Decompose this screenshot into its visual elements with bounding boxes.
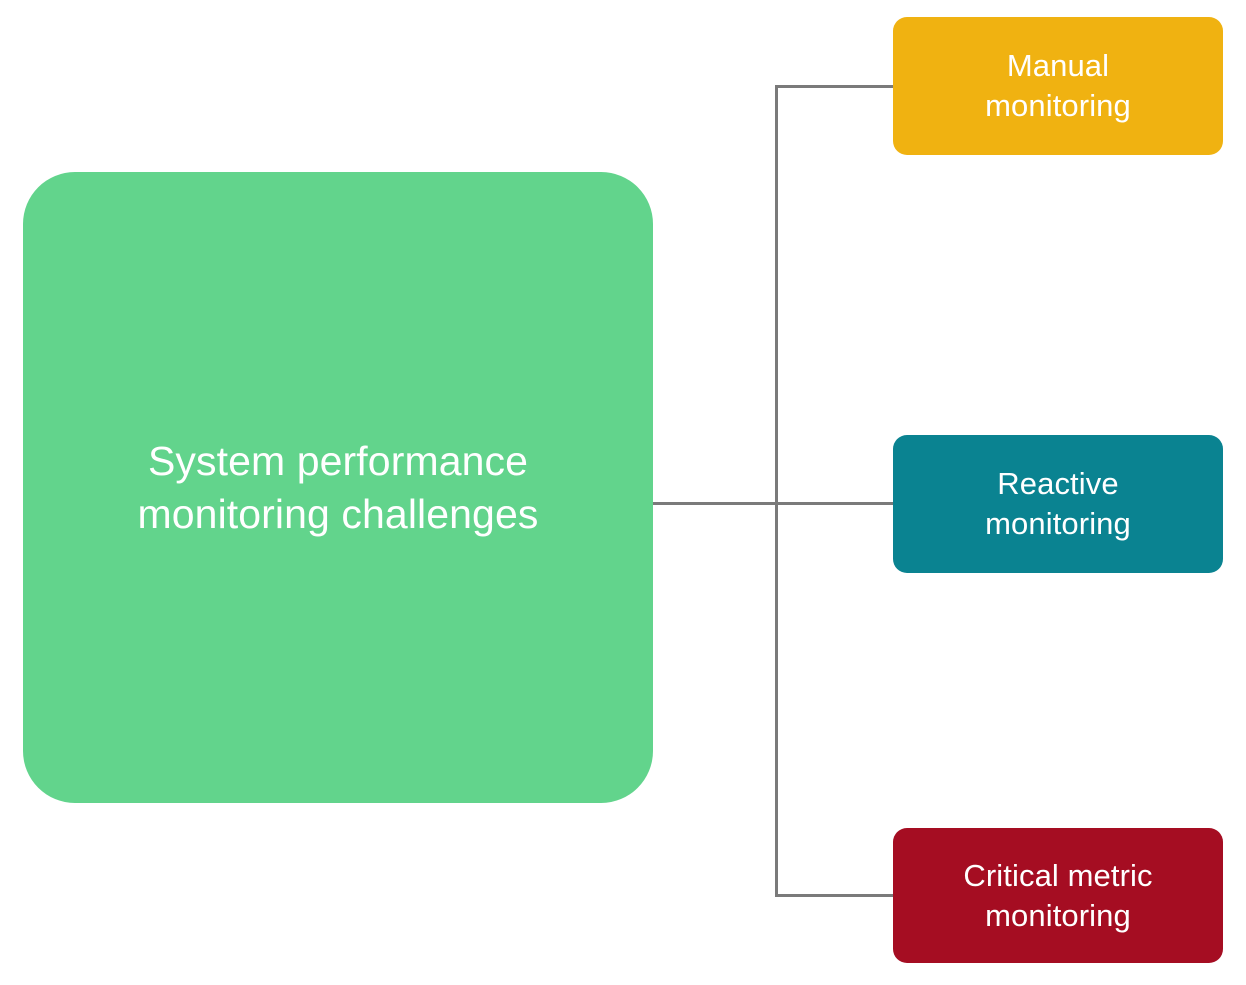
root-node-label: System performance monitoring challenges [137,438,539,537]
branch-node-label: Critical metric monitoring [963,857,1153,933]
branch-node-critical-metric-monitoring[interactable]: Critical metric monitoring [893,828,1223,963]
root-node-system-performance-monitoring-challenges[interactable]: System performance monitoring challenges [23,172,653,803]
branch-node-reactive-monitoring[interactable]: Reactive monitoring [893,435,1223,573]
branch-node-label: Reactive monitoring [985,466,1131,541]
branch-node-label: Manual monitoring [985,48,1131,123]
branch-node-manual-monitoring[interactable]: Manual monitoring [893,17,1223,155]
